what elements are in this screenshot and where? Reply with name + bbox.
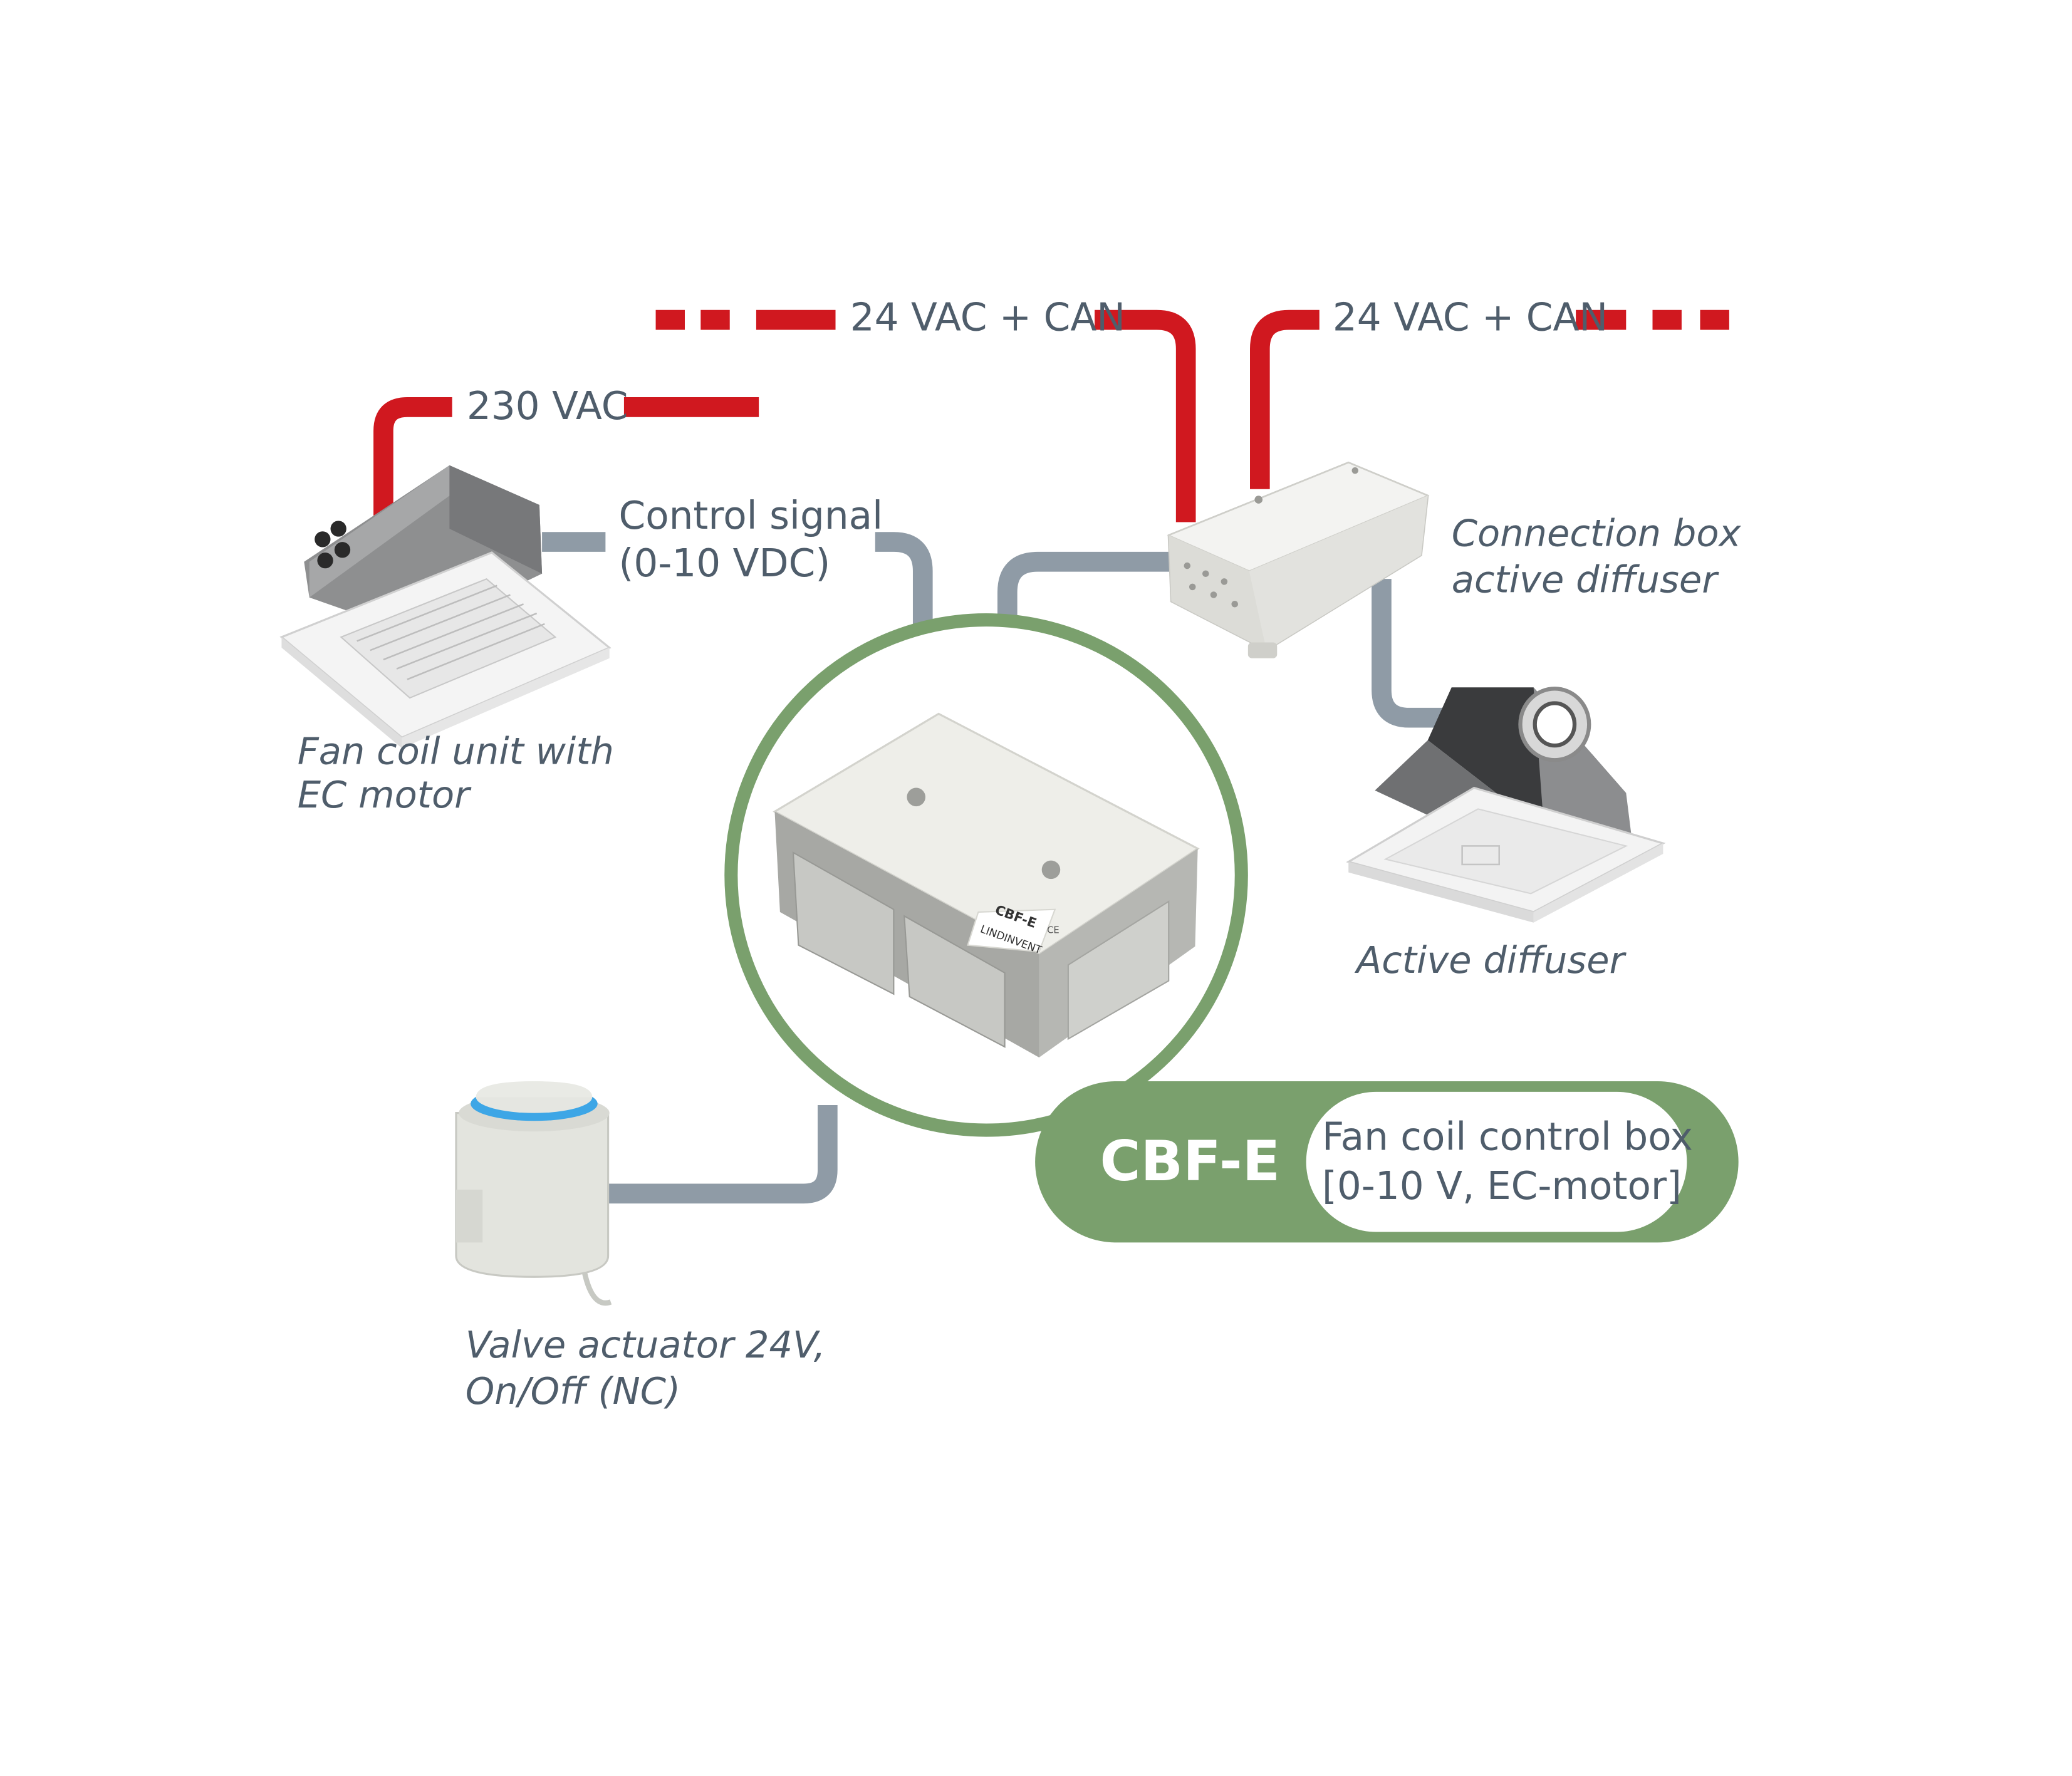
connection-box-sub-label: active diffuser bbox=[1452, 558, 1719, 601]
box-ce-text: CE bbox=[1047, 925, 1059, 936]
power-cable-bus-left bbox=[1095, 309, 1196, 522]
bus-label-right: 24 VAC + CAN bbox=[1333, 295, 1608, 340]
cbf-e-box-illustration: CBF-E LINDINVENT CE bbox=[773, 712, 1200, 1057]
control-signal-label: Control signal bbox=[618, 494, 883, 538]
control-signal-range-label: (0-10 VDC) bbox=[618, 541, 830, 586]
product-desc-line1: Fan coil control box bbox=[1322, 1115, 1693, 1160]
fan-coil-unit-illustration bbox=[279, 465, 612, 749]
valve-actuator-mode-label: On/Off (NC) bbox=[466, 1369, 680, 1413]
signal-cable-diffuser bbox=[1372, 579, 1452, 728]
valve-actuator-illustration bbox=[455, 1081, 612, 1306]
connection-box-illustration bbox=[1167, 461, 1430, 658]
fan-coil-label: Fan coil unit with bbox=[298, 730, 614, 773]
product-code: CBF-E bbox=[1100, 1129, 1281, 1193]
signal-cable-connection-box bbox=[997, 551, 1177, 648]
power-cable-230vac bbox=[373, 397, 452, 516]
bus-label-left: 24 VAC + CAN bbox=[850, 295, 1125, 340]
signal-cables bbox=[542, 532, 1452, 1204]
power-cable-bus-right bbox=[1250, 309, 1320, 489]
active-diffuser-label: Active diffuser bbox=[1354, 938, 1627, 982]
active-diffuser-illustration bbox=[1346, 687, 1666, 923]
power-cables bbox=[373, 309, 1729, 522]
product-desc-pill bbox=[1306, 1091, 1687, 1232]
mains-power-label: 230 VAC bbox=[467, 384, 628, 428]
fan-coil-motor-label: EC motor bbox=[298, 773, 472, 816]
product-desc-line2: [0-10 V, EC-motor] bbox=[1322, 1164, 1682, 1208]
signal-cable-valve bbox=[608, 1104, 838, 1204]
connection-box-label: Connection box bbox=[1452, 511, 1742, 554]
valve-actuator-label: Valve actuator 24V, bbox=[466, 1323, 826, 1366]
signal-cable-control bbox=[875, 532, 933, 648]
